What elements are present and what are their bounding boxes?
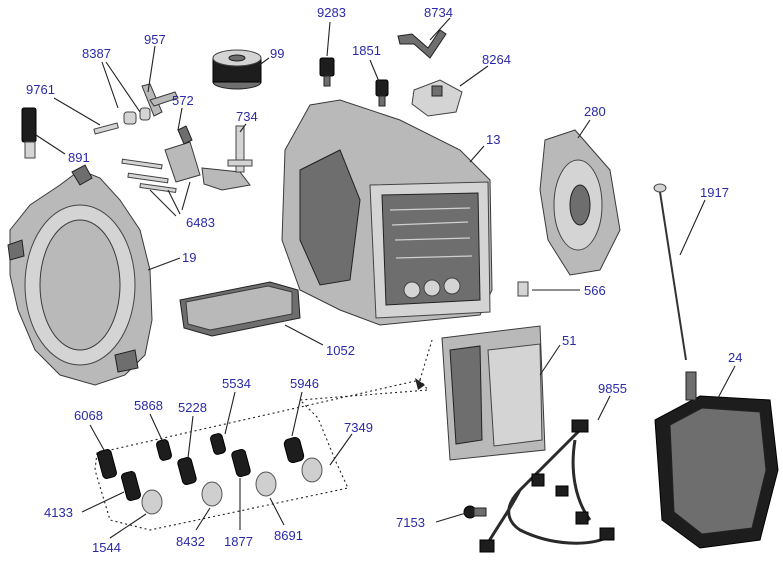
oil-pan-part-24: [654, 371, 779, 549]
label-5228: 5228: [178, 400, 207, 415]
extension-housing-part-280: [539, 129, 621, 276]
label-734: 734: [236, 109, 258, 124]
label-957: 957: [144, 32, 166, 47]
label-8691: 8691: [274, 528, 303, 543]
label-9283: 9283: [317, 5, 346, 20]
pins-part-8387: [93, 107, 151, 135]
bracket-part-8734: [397, 29, 447, 59]
label-1851: 1851: [352, 43, 381, 58]
label-8432: 8432: [176, 534, 205, 549]
label-19: 19: [182, 250, 196, 265]
linkage-parts-572-6483-734: [121, 125, 253, 194]
label-5946: 5946: [290, 376, 319, 391]
label-5868: 5868: [134, 398, 163, 413]
label-6068: 6068: [74, 408, 103, 423]
clip-part-566: [517, 281, 529, 297]
sensor-part-1851: [375, 79, 389, 107]
label-566: 566: [584, 283, 606, 298]
label-99: 99: [270, 46, 284, 61]
transmission-case-part-13: [281, 99, 493, 326]
solenoid-group-outline: [94, 339, 433, 531]
dipstick-part-1917: [653, 183, 687, 361]
sensor-part-891: [21, 107, 37, 159]
label-9761: 9761: [26, 82, 55, 97]
label-7349: 7349: [344, 420, 373, 435]
switch-part-8264: [411, 79, 463, 117]
label-891: 891: [68, 150, 90, 165]
label-7153: 7153: [396, 515, 425, 530]
sensor-part-7153: [463, 505, 487, 519]
label-6483: 6483: [186, 215, 215, 230]
sensor-part-9283: [319, 57, 335, 87]
filter-part-1052: [179, 281, 301, 337]
label-4133: 4133: [44, 505, 73, 520]
bell-housing-part-19: [7, 164, 153, 386]
valve-body-part-51: [441, 325, 546, 461]
label-1917: 1917: [700, 185, 729, 200]
lever-part-957: [141, 83, 179, 117]
label-1052: 1052: [326, 343, 355, 358]
oil-filter-part-99: [212, 49, 262, 90]
label-1877: 1877: [224, 534, 253, 549]
leader-lines: [35, 17, 736, 539]
label-24: 24: [728, 350, 742, 365]
label-1544: 1544: [92, 540, 121, 555]
part-labels: 9283 8734 957 8387 99 1851 8264 9761 572…: [26, 5, 742, 555]
label-5534: 5534: [222, 376, 251, 391]
solenoids-and-seals: [97, 433, 323, 515]
label-8264: 8264: [482, 52, 511, 67]
wiring-harness-part-9855: [479, 419, 615, 553]
label-8734: 8734: [424, 5, 453, 20]
label-8387: 8387: [82, 46, 111, 61]
label-9855: 9855: [598, 381, 627, 396]
label-572: 572: [172, 93, 194, 108]
label-280: 280: [584, 104, 606, 119]
label-13: 13: [486, 132, 500, 147]
label-51: 51: [562, 333, 576, 348]
